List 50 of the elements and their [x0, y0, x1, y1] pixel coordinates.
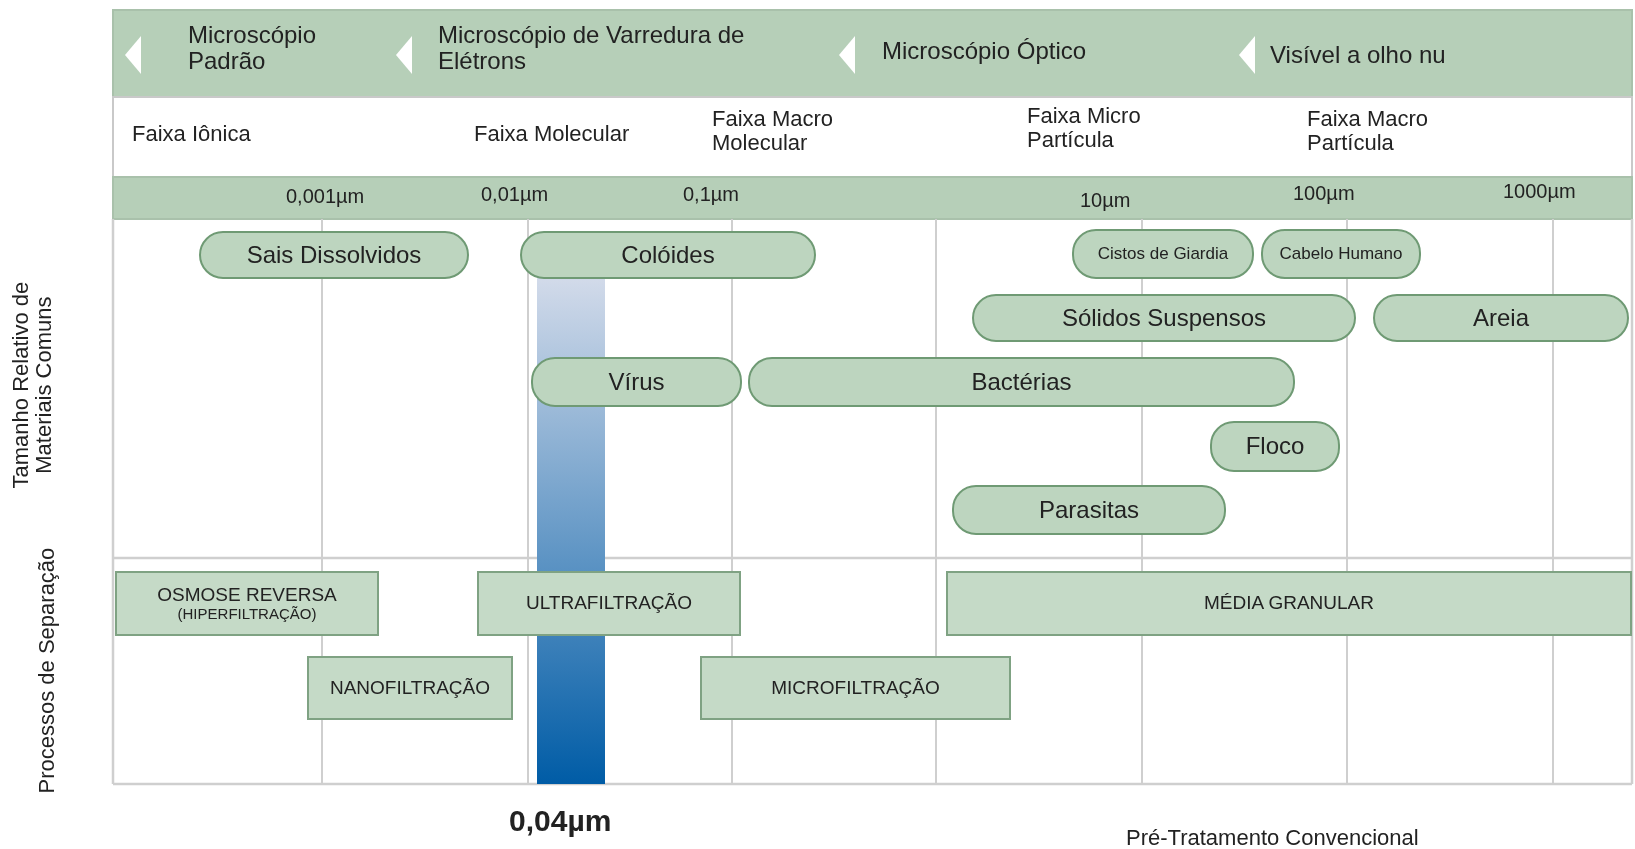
node-label: Parasitas — [1038, 496, 1139, 524]
node-label: OSMOSE REVERSA — [157, 584, 337, 606]
material-size-pill — [1210, 421, 1340, 472]
size-range-label: Faixa Macro Partícula — [1307, 107, 1430, 155]
scale-tick-label: 0,01µm — [481, 184, 549, 206]
microscope-label: Microscópio Padrão — [188, 22, 318, 74]
size-range-label: Faixa Iônica — [132, 122, 252, 146]
material-size-pill — [1072, 229, 1254, 279]
node-label: Floco — [1245, 433, 1305, 460]
material-size-pill — [520, 231, 816, 279]
node-label: Sólidos Suspensos — [1061, 304, 1267, 332]
node-label: NANOFILTRAÇÃO — [329, 677, 491, 699]
size-range-label: Faixa Macro Molecular — [712, 107, 835, 155]
axis-title: Tamanho Relativo de Materiais Comuns — [8, 280, 56, 491]
node-label: Cistos de Giardia — [1097, 244, 1229, 264]
material-size-pill — [199, 231, 469, 279]
note-label: Pré-Tratamento Convencional — [1126, 826, 1419, 849]
node-label: Bactérias — [971, 368, 1072, 396]
scale-tick-label: 1000µm — [1503, 181, 1576, 203]
material-size-pill — [748, 357, 1295, 407]
material-size-pill — [1373, 294, 1629, 342]
node-label: ULTRAFILTRAÇÃO — [525, 593, 693, 614]
microscope-label: Visível a olho nu — [1270, 42, 1447, 68]
process-range-box — [946, 571, 1632, 636]
node-subtitle: (HIPERFILTRAÇÃO) — [177, 605, 317, 623]
process-range-box — [477, 571, 741, 636]
process-range-box — [700, 656, 1011, 720]
size-range-label: Faixa Micro Partícula — [1027, 104, 1142, 152]
node-label: Colóides — [621, 241, 715, 269]
scale-tick-label: 10µm — [1080, 190, 1131, 212]
node-label: MICROFILTRAÇÃO — [771, 677, 940, 699]
scale-tick-label: 0,001µm — [286, 186, 365, 208]
material-size-pill — [972, 294, 1356, 342]
process-range-box — [307, 656, 513, 720]
scale-tick-label: 100µm — [1293, 183, 1355, 205]
node-label: Sais Dissolvidos — [246, 241, 422, 269]
node-label: Cabelo Humano — [1279, 244, 1403, 264]
microscope-label: Microscópio de Varredura de Elétrons — [438, 22, 746, 74]
marker-value-label: 0,04µm — [509, 805, 612, 838]
node-label: MÉDIA GRANULAR — [1204, 593, 1374, 614]
material-size-pill — [1261, 229, 1421, 279]
scale-tick-label: 0,1µm — [683, 184, 739, 206]
size-range-label: Faixa Molecular — [474, 122, 631, 146]
process-range-box — [115, 571, 379, 636]
material-size-pill — [952, 485, 1226, 535]
axis-title: Processos de Separação — [35, 546, 59, 796]
node-label: Areia — [1473, 304, 1529, 332]
node-label: Vírus — [608, 368, 665, 396]
material-size-pill — [531, 357, 742, 407]
microscope-label: Microscópio Óptico — [882, 38, 1088, 64]
